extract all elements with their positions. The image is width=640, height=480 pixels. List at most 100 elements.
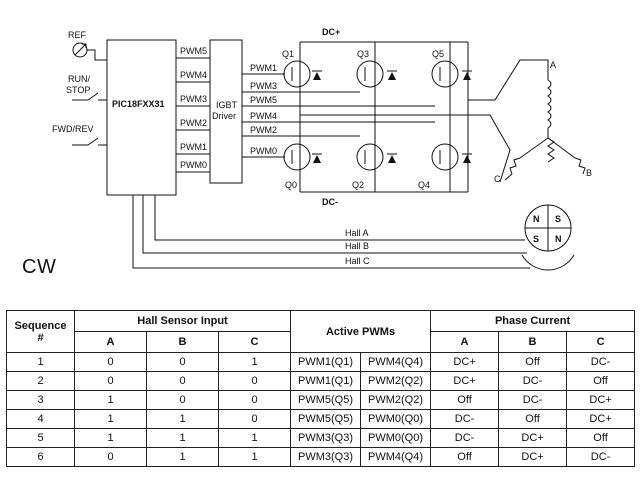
cell-phase-a: DC+ bbox=[430, 371, 500, 391]
cell-hall-a: 0 bbox=[74, 352, 147, 372]
hall-a-header: A bbox=[74, 331, 147, 353]
input-fwdrev-label: FWD/REV bbox=[52, 124, 94, 134]
commutation-table: Sequence# Hall Sensor Input Active PWMs … bbox=[6, 310, 636, 467]
cell-hall-b: 0 bbox=[146, 352, 219, 372]
label-q5: Q5 bbox=[432, 49, 444, 59]
label-q0: Q0 bbox=[285, 180, 297, 190]
table-row: 3 1 0 0 PWM5(Q5) PWM2(Q2) Off DC- DC+ bbox=[6, 390, 636, 410]
hall-b-header: B bbox=[146, 331, 219, 353]
label-q3: Q3 bbox=[357, 49, 369, 59]
hall-c-label: Hall C bbox=[345, 256, 370, 266]
cell-seq: 3 bbox=[6, 390, 75, 410]
label-q2: Q2 bbox=[352, 180, 364, 190]
wire-pwm3: PWM3 bbox=[250, 81, 277, 91]
cell-pwm-2: PWM2(Q2) bbox=[360, 371, 432, 391]
pole-tr: S bbox=[555, 214, 561, 224]
cell-hall-b: 1 bbox=[146, 428, 219, 448]
table-row: 5 1 1 1 PWM3(Q3) PWM0(Q0) DC- DC+ Off bbox=[6, 428, 636, 448]
cell-pwm-2: PWM4(Q4) bbox=[360, 352, 432, 372]
cell-phase-a: Off bbox=[430, 447, 500, 467]
cell-pwm-1: PWM3(Q3) bbox=[290, 428, 362, 448]
switch-q3-icon bbox=[356, 60, 384, 88]
cell-hall-c: 1 bbox=[217, 447, 292, 467]
cell-phase-a: Off bbox=[430, 390, 500, 410]
phase-group-header: Phase Current bbox=[430, 310, 636, 332]
phase-a-label: A bbox=[550, 60, 556, 70]
label-q4: Q4 bbox=[418, 180, 430, 190]
dc-plus-label: DC+ bbox=[322, 27, 340, 37]
cell-pwm-1: PWM3(Q3) bbox=[290, 447, 362, 467]
cell-phase-c: Off bbox=[566, 371, 636, 391]
pole-br: N bbox=[555, 234, 562, 244]
cell-pwm-1: PWM1(Q1) bbox=[290, 371, 362, 391]
cell-hall-c: 0 bbox=[217, 390, 292, 410]
phase-c-label: C bbox=[494, 174, 501, 184]
out-pwm4: PWM4 bbox=[180, 70, 207, 80]
hall-a-line bbox=[154, 195, 525, 241]
hall-c-header: C bbox=[217, 331, 292, 353]
active-pwms-header: Active PWMs bbox=[290, 310, 432, 353]
out-pwm1: PWM1 bbox=[180, 142, 207, 152]
cell-phase-b: DC- bbox=[498, 371, 568, 391]
cell-hall-a: 0 bbox=[74, 447, 147, 467]
out-pwm5: PWM5 bbox=[180, 46, 207, 56]
direction-label: CW bbox=[22, 256, 57, 278]
pole-tl: N bbox=[533, 214, 540, 224]
wire-pwm0: PWM0 bbox=[250, 146, 277, 156]
cell-pwm-2: PWM2(Q2) bbox=[360, 390, 432, 410]
cell-hall-c: 0 bbox=[217, 371, 292, 391]
cell-phase-b: DC+ bbox=[498, 447, 568, 467]
phase-b-header: B bbox=[498, 331, 568, 353]
cell-hall-c: 0 bbox=[217, 409, 292, 429]
cell-phase-c: Off bbox=[566, 428, 636, 448]
out-pwm3: PWM3 bbox=[180, 94, 207, 104]
cell-phase-b: Off bbox=[498, 352, 568, 372]
pole-bl: S bbox=[533, 234, 539, 244]
phase-b-label: B bbox=[586, 168, 592, 178]
wire-pwm1: PWM1 bbox=[250, 63, 277, 73]
cell-phase-b: DC- bbox=[498, 390, 568, 410]
switch-q4-icon bbox=[431, 143, 459, 171]
wire-pwm5: PWM5 bbox=[250, 95, 277, 105]
hall-group-header: Hall Sensor Input bbox=[73, 310, 292, 332]
cell-pwm-2: PWM0(Q0) bbox=[360, 428, 432, 448]
hall-a-label: Hall A bbox=[345, 228, 369, 238]
cell-hall-c: 1 bbox=[217, 352, 292, 372]
label-q1: Q1 bbox=[282, 49, 294, 59]
circuit-diagram: PIC18FXX31 REF RUN/STOP FWD/REV PWM5 PWM… bbox=[52, 27, 592, 271]
wire-pwm4: PWM4 bbox=[250, 111, 277, 121]
cell-phase-a: DC- bbox=[430, 409, 500, 429]
cell-seq: 1 bbox=[6, 352, 75, 372]
controller-box bbox=[106, 39, 177, 196]
cell-pwm-2: PWM4(Q4) bbox=[360, 447, 432, 467]
cell-phase-c: DC- bbox=[566, 352, 636, 372]
table-row: 2 0 0 0 PWM1(Q1) PWM2(Q2) DC+ DC- Off bbox=[6, 371, 636, 391]
cell-phase-b: Off bbox=[498, 409, 568, 429]
phase-c-header: C bbox=[566, 331, 636, 353]
table-row: 1 0 0 1 PWM1(Q1) PWM4(Q4) DC+ Off DC- bbox=[6, 352, 636, 372]
dc-minus-label: DC- bbox=[322, 197, 338, 207]
controller-label: PIC18FXX31 bbox=[112, 99, 165, 109]
cell-seq: 4 bbox=[6, 409, 75, 429]
out-pwm2: PWM2 bbox=[180, 118, 207, 128]
cell-hall-b: 0 bbox=[146, 371, 219, 391]
cell-phase-a: DC+ bbox=[430, 352, 500, 372]
cell-pwm-1: PWM5(Q5) bbox=[290, 409, 362, 429]
switch-q2-icon bbox=[356, 143, 384, 171]
cell-seq: 5 bbox=[6, 428, 75, 448]
out-pwm0: PWM0 bbox=[180, 160, 207, 170]
cell-hall-a: 0 bbox=[74, 371, 147, 391]
input-ref-label: REF bbox=[68, 30, 87, 40]
wire-pwm2: PWM2 bbox=[250, 125, 277, 135]
cell-hall-a: 1 bbox=[74, 409, 147, 429]
cell-pwm-1: PWM5(Q5) bbox=[290, 390, 362, 410]
table-row: 4 1 1 0 PWM5(Q5) PWM0(Q0) DC- Off DC+ bbox=[6, 409, 636, 429]
cell-phase-c: DC+ bbox=[566, 390, 636, 410]
cell-hall-c: 1 bbox=[217, 428, 292, 448]
hall-c-line bbox=[132, 195, 530, 269]
driver-label-1: IGBT bbox=[216, 100, 238, 110]
cell-phase-c: DC+ bbox=[566, 409, 636, 429]
hall-b-label: Hall B bbox=[345, 241, 369, 251]
cell-seq: 6 bbox=[6, 447, 75, 467]
cell-pwm-2: PWM0(Q0) bbox=[360, 409, 432, 429]
